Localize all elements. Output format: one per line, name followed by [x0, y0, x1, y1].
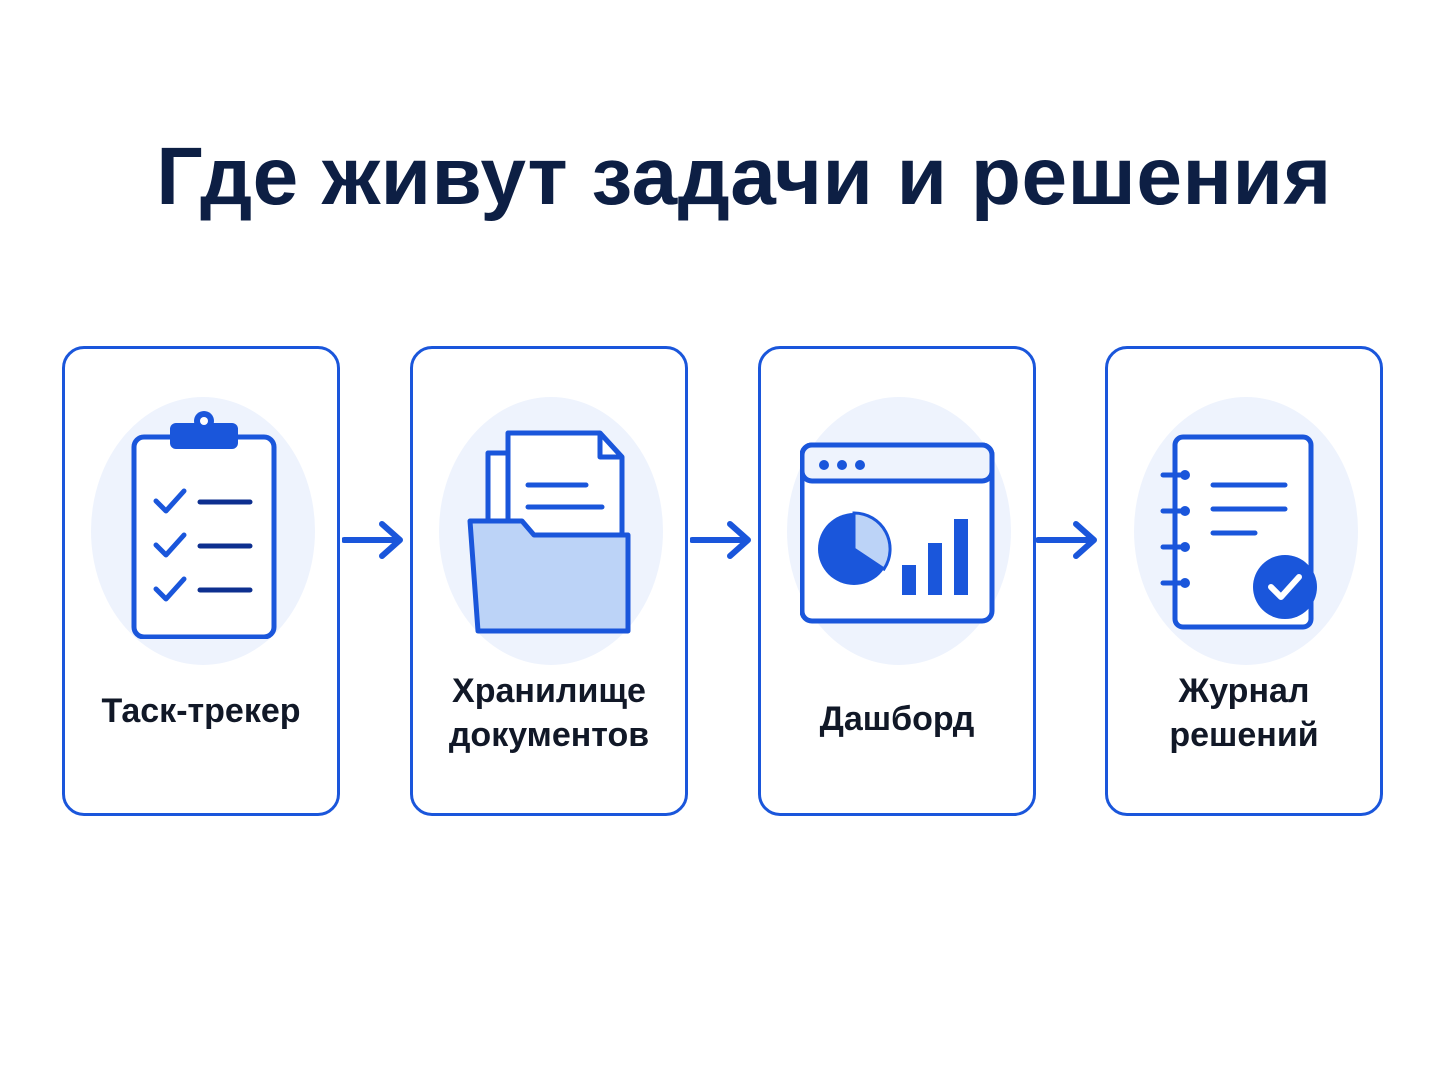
- diagram-title: Где живут задачи и решения: [156, 131, 1332, 222]
- step-label-line: решений: [1169, 716, 1319, 754]
- arrow-right-icon: [690, 521, 751, 559]
- dashboard-chart-icon: [800, 442, 995, 624]
- step-label: Дашборд: [761, 697, 1033, 741]
- step-card-dashboard: Дашборд: [758, 346, 1036, 816]
- step-card-task-tracker: Таск-трекер: [62, 346, 340, 816]
- step-label: Журнал решений: [1108, 669, 1380, 757]
- step-label-line: документов: [448, 716, 650, 754]
- decision-log-icon: [1160, 434, 1317, 630]
- clipboard-checklist-icon: [131, 411, 277, 639]
- arrow-right-icon: [1036, 521, 1097, 559]
- step-label-line: Дашборд: [819, 700, 975, 738]
- step-label-line: Таск-трекер: [101, 692, 301, 730]
- step-label-line: Журнал: [1178, 672, 1310, 710]
- step-label: Таск-трекер: [65, 689, 337, 733]
- step-label: Хранилище документов: [413, 669, 685, 757]
- step-label-line: Хранилище: [452, 672, 646, 710]
- step-card-document-storage: Хранилище документов: [410, 346, 688, 816]
- step-card-decision-log: Журнал решений: [1105, 346, 1383, 816]
- folder-document-icon: [467, 430, 631, 634]
- arrow-right-icon: [342, 521, 403, 559]
